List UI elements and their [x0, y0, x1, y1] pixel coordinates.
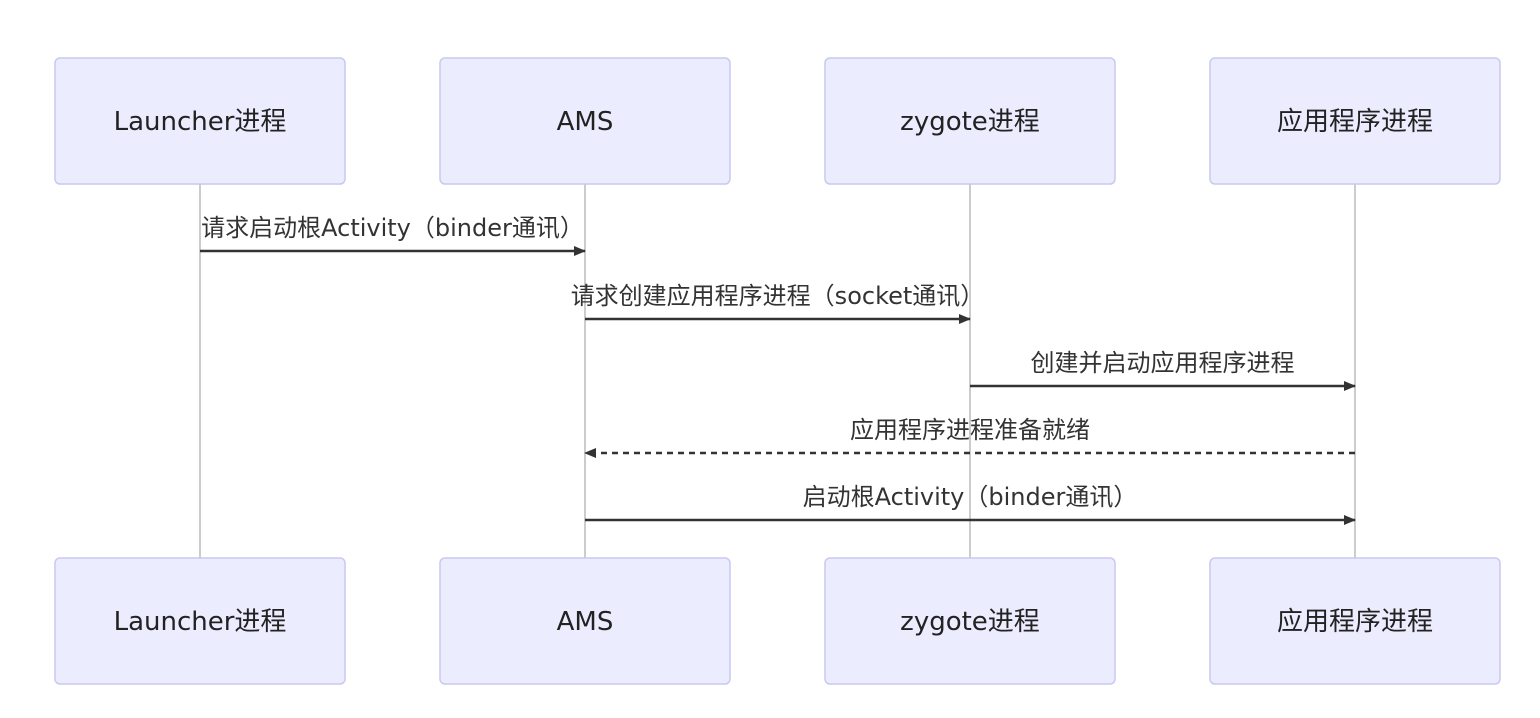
actor-ams-bottom: AMS — [439, 557, 731, 685]
actor-zygote-top: zygote进程 — [824, 57, 1116, 185]
actor-box — [439, 557, 731, 685]
actor-box — [54, 557, 346, 685]
message-3: 创建并启动应用程序进程 — [970, 349, 1356, 391]
actor-box — [1209, 57, 1501, 185]
actor-label: zygote进程 — [900, 607, 1040, 637]
actor-label: 应用程序进程 — [1277, 607, 1433, 637]
actors-top: Launcher进程 AMS zygote进程 应用程序进程 — [54, 57, 1501, 185]
message-1: 请求启动根Activity（binder通讯） — [200, 214, 586, 256]
actor-box — [824, 57, 1116, 185]
actor-ams-top: AMS — [439, 57, 731, 185]
message-label: 创建并启动应用程序进程 — [1031, 349, 1295, 377]
actor-label: zygote进程 — [900, 107, 1040, 137]
message-4: 应用程序进程准备就绪 — [584, 416, 1355, 458]
actor-label: AMS — [557, 607, 614, 637]
actor-label: Launcher进程 — [114, 107, 287, 137]
actors-bottom: Launcher进程 AMS zygote进程 应用程序进程 — [54, 557, 1501, 685]
actor-box — [54, 57, 346, 185]
actor-launcher-bottom: Launcher进程 — [54, 557, 346, 685]
message-5: 启动根Activity（binder通讯） — [585, 483, 1356, 525]
actor-box — [439, 57, 731, 185]
actor-app-bottom: 应用程序进程 — [1209, 557, 1501, 685]
message-2: 请求创建应用程序进程（socket通讯） — [571, 282, 985, 324]
actor-label: Launcher进程 — [114, 607, 287, 637]
actor-zygote-bottom: zygote进程 — [824, 557, 1116, 685]
actor-box — [1209, 557, 1501, 685]
actor-launcher-top: Launcher进程 — [54, 57, 346, 185]
actor-label: 应用程序进程 — [1277, 107, 1433, 137]
message-label: 请求启动根Activity（binder通讯） — [201, 214, 584, 242]
message-label: 启动根Activity（binder通讯） — [803, 483, 1138, 511]
actor-box — [824, 557, 1116, 685]
message-label: 请求创建应用程序进程（socket通讯） — [571, 282, 985, 310]
messages: 请求启动根Activity（binder通讯） 请求创建应用程序进程（socket… — [200, 214, 1356, 525]
actor-app-top: 应用程序进程 — [1209, 57, 1501, 185]
message-label: 应用程序进程准备就绪 — [850, 416, 1090, 444]
actor-label: AMS — [557, 107, 614, 137]
